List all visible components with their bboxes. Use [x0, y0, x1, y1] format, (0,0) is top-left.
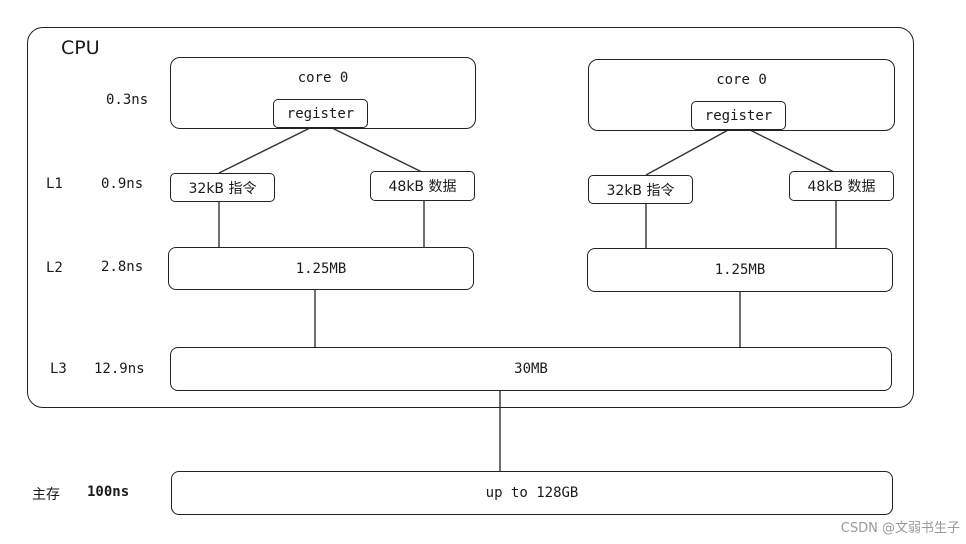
l1-latency: 0.9ns [101, 176, 144, 192]
watermark: CSDN @文弱书生子 [840, 521, 960, 536]
l1-data-cache-2: 48kB 数据 [789, 171, 894, 201]
core-name-2: core 0 [716, 72, 767, 88]
register-box-1: register [273, 99, 368, 128]
cpu-container [27, 27, 914, 408]
register-box-2: register [691, 101, 786, 130]
register-to-l1-data-line-2 [747, 128, 837, 174]
l2-cache-2: 1.25MB [587, 248, 893, 292]
l2-cache-1: 1.25MB [168, 247, 474, 290]
l1-data-cache-1: 48kB 数据 [370, 171, 475, 201]
l1-instruction-cache-1: 32kB 指令 [170, 173, 275, 202]
l1-instruction-cache-2: 32kB 指令 [588, 175, 693, 204]
register-to-l1-data-line-1 [329, 126, 425, 174]
level-l3-label: L3 [50, 361, 67, 377]
register-to-l1-instr-line-1 [218, 126, 313, 174]
core-name-1: core 0 [297, 70, 349, 86]
memory-latency: 100ns [87, 484, 130, 500]
cpu-title: CPU [61, 37, 100, 59]
memory-label: 主存 [32, 487, 60, 503]
register-latency: 0.3ns [106, 92, 149, 108]
level-l1-label: L1 [46, 176, 63, 192]
register-to-l1-instr-line-2 [645, 128, 731, 176]
l2-latency: 2.8ns [101, 259, 144, 275]
main-memory: up to 128GB [171, 471, 893, 515]
l3-latency: 12.9ns [94, 361, 145, 377]
core-box-1: core 0 [170, 57, 476, 129]
l3-cache: 30MB [170, 347, 892, 391]
level-l2-label: L2 [46, 260, 63, 276]
